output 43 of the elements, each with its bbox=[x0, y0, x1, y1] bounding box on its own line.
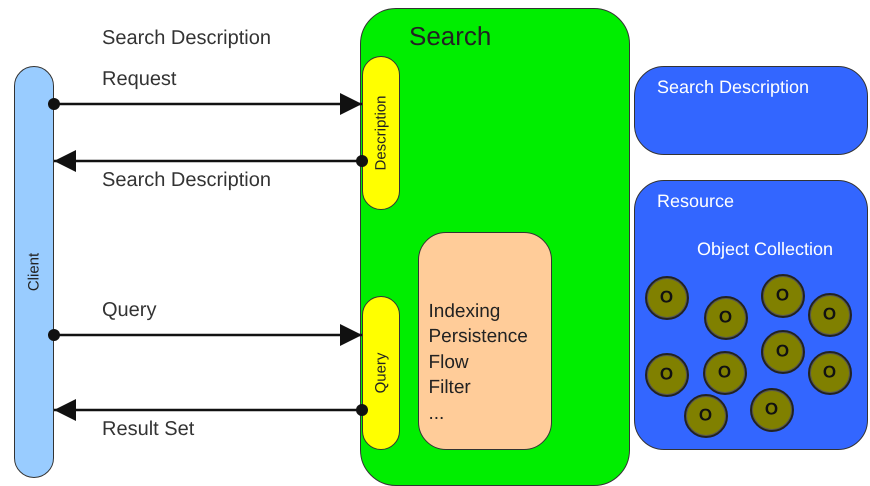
components-box bbox=[418, 232, 552, 450]
object-circle bbox=[684, 394, 728, 438]
arrow bbox=[54, 399, 368, 421]
object-label: O bbox=[776, 285, 790, 306]
vertical-label: Client bbox=[26, 252, 42, 292]
component-name: Flow bbox=[428, 352, 469, 374]
arrow bbox=[48, 93, 362, 115]
object-label: O bbox=[822, 304, 836, 324]
object-circle bbox=[704, 296, 748, 340]
object-label: O bbox=[822, 362, 836, 382]
object-circle bbox=[750, 388, 794, 432]
component-name: Persistence bbox=[428, 326, 528, 348]
arrow bbox=[48, 324, 362, 346]
client-bar bbox=[14, 66, 54, 478]
component-name: Indexing bbox=[428, 300, 500, 322]
object-label: O bbox=[660, 287, 674, 308]
object-circle bbox=[760, 330, 804, 374]
object-circle bbox=[760, 274, 804, 318]
object-label: O bbox=[660, 364, 674, 384]
object-label: O bbox=[764, 399, 778, 420]
resource-box bbox=[634, 180, 868, 450]
description-pill bbox=[362, 56, 400, 210]
object-label: O bbox=[718, 362, 732, 382]
vertical-label: Query bbox=[372, 352, 389, 393]
vertical-label: Description bbox=[372, 94, 389, 170]
object-circle bbox=[808, 350, 852, 394]
object-circle bbox=[702, 350, 746, 394]
component-name: Filter bbox=[428, 377, 471, 399]
component-name: ... bbox=[428, 402, 444, 424]
object-label: O bbox=[698, 405, 712, 426]
object-label: O bbox=[776, 341, 790, 362]
search-panel bbox=[360, 8, 630, 486]
panel-title: Search bbox=[409, 21, 492, 52]
box-title: Object Collection bbox=[697, 239, 834, 260]
box-title: Resource bbox=[657, 191, 734, 212]
query-pill bbox=[362, 296, 400, 450]
arrow bbox=[54, 150, 368, 172]
object-circle bbox=[644, 276, 688, 320]
object-circle bbox=[808, 292, 852, 336]
object-label: O bbox=[718, 307, 732, 328]
box-title: Search Description bbox=[657, 77, 810, 98]
search-description-box bbox=[634, 66, 868, 155]
object-circle bbox=[644, 352, 688, 396]
